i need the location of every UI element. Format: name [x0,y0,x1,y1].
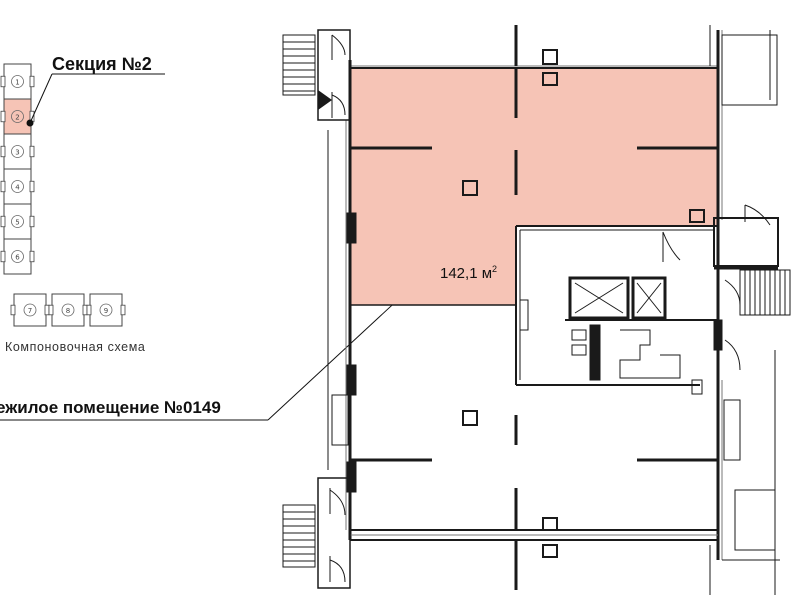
scheme-block-9: 9 [86,293,126,327]
scheme-block-number: 1 [15,79,19,87]
right-facade [721,30,780,595]
scheme-block-6: 6 [0,238,35,275]
scheme-block-7: 7 [10,293,50,327]
area-unit-exponent: 2 [492,264,498,274]
scheme-row: 7 8 9 [10,293,126,327]
scheme-block-5: 5 [0,203,35,240]
scheme-block-number: 9 [104,307,108,315]
premise-label: ежилое помещение №0149 [0,398,221,417]
stair-lift-core [515,204,779,395]
layout-scheme-caption: Компоновочная схема [5,340,146,354]
scheme-block-4: 4 [0,168,35,205]
scheme-block-1: 1 [0,63,35,100]
scheme-column: 1 2 3 4 5 6 [0,63,35,275]
scheme-block-number: 5 [15,219,19,227]
section-title: Секция №2 [52,54,152,74]
scheme-block-number: 6 [15,254,20,262]
scheme-block-number: 8 [66,307,70,315]
scheme-block-number: 7 [28,307,32,315]
scheme-block-3: 3 [0,133,35,170]
stairs-right [724,269,791,371]
scheme-block-number: 3 [15,149,19,157]
building-walls [345,25,723,595]
layout-scheme: 1 2 3 4 5 6 7 8 9 [0,63,126,327]
area-value: 142,1 [440,265,478,282]
ventilation-shafts [462,49,705,558]
area-label: 142,1 м2 [440,264,497,282]
scheme-block-number: 2 [15,114,19,122]
entrance-arrow-icon [318,90,332,110]
scheme-block-number: 4 [15,184,20,192]
section-leader-dot [26,119,34,127]
stairs-left [282,29,351,589]
area-unit: м [481,265,493,282]
scheme-block-8: 8 [48,293,88,327]
scheme-block-2: 2 [0,98,35,135]
premise-0149-area[interactable] [349,67,719,306]
section-leader-line [29,73,53,124]
